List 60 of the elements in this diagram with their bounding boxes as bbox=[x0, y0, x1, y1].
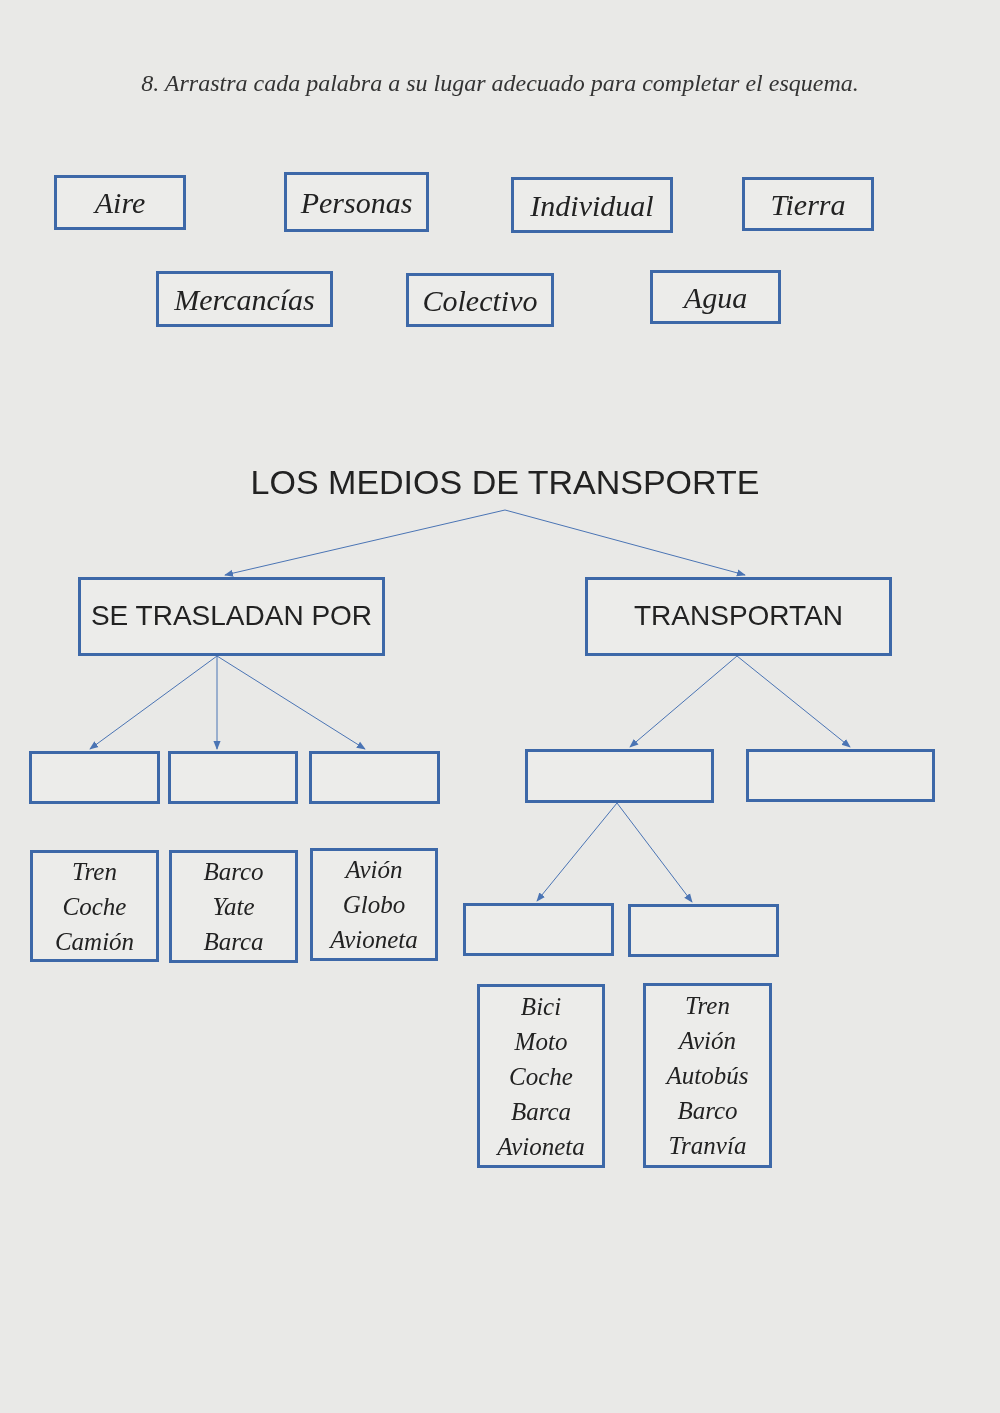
word-card bbox=[156, 271, 333, 327]
box-text: Individual bbox=[530, 188, 654, 222]
box-text: SE TRASLADAN POR bbox=[90, 601, 373, 632]
empty-answer-box bbox=[746, 749, 935, 802]
list-word: Camión bbox=[54, 926, 135, 957]
empty-answer-box bbox=[309, 751, 440, 804]
empty-answer-box bbox=[29, 751, 160, 804]
box-text: TRANSPORTAN bbox=[634, 601, 843, 632]
word-card bbox=[650, 270, 781, 324]
word-list-box bbox=[30, 850, 159, 962]
word-card bbox=[284, 172, 429, 232]
list-word: Coche bbox=[62, 891, 127, 922]
arrow bbox=[216, 655, 366, 750]
category-box bbox=[78, 577, 385, 656]
list-word: Barca bbox=[203, 927, 264, 957]
empty-answer-box bbox=[168, 751, 298, 804]
box-text: LOS MEDIOS DE TRANSPORTE bbox=[250, 463, 760, 502]
list-word: Tren bbox=[685, 991, 730, 1021]
list-word: Barco bbox=[203, 857, 264, 887]
word-list-box bbox=[310, 848, 438, 961]
arrow bbox=[629, 655, 738, 748]
box-text: Agua bbox=[683, 280, 748, 314]
empty-answer-box bbox=[525, 749, 714, 803]
box-text: Colectivo bbox=[422, 283, 538, 317]
instruction-text: 8. Arrastra cada palabra a su lugar adecuado para completar el esquema. bbox=[140, 70, 860, 97]
list-word: Avión bbox=[679, 1026, 736, 1056]
list-word: Barca bbox=[510, 1096, 572, 1127]
list-word: Tranvía bbox=[668, 1131, 747, 1161]
word-card bbox=[511, 177, 673, 233]
list-word: Avión bbox=[345, 855, 403, 885]
empty-answer-box bbox=[463, 903, 614, 956]
empty-answer-box bbox=[628, 904, 779, 957]
box-text: Aire bbox=[94, 186, 146, 219]
box-text: Tierra bbox=[770, 187, 846, 221]
arrow bbox=[616, 802, 693, 903]
arrow bbox=[736, 655, 851, 748]
arrow bbox=[89, 655, 218, 750]
list-word: Barco bbox=[677, 1096, 738, 1126]
list-word: Bici bbox=[520, 991, 562, 1022]
category-box bbox=[585, 577, 892, 656]
word-card bbox=[406, 273, 554, 327]
word-list-box bbox=[169, 850, 298, 963]
list-word: Avioneta bbox=[330, 925, 418, 955]
arrow bbox=[504, 509, 746, 577]
arrow bbox=[213, 655, 221, 750]
box-text: Personas bbox=[300, 185, 413, 219]
box-text: Mercancías bbox=[174, 282, 315, 316]
list-word: Moto bbox=[514, 1026, 568, 1057]
list-word: Autobús bbox=[666, 1061, 749, 1091]
list-word: Globo bbox=[342, 890, 406, 920]
arrow bbox=[224, 509, 506, 577]
list-word: Avioneta bbox=[497, 1131, 585, 1162]
word-card bbox=[54, 175, 186, 230]
list-word: Coche bbox=[509, 1061, 573, 1092]
word-card bbox=[742, 177, 874, 231]
arrow bbox=[536, 802, 618, 902]
list-word: Yate bbox=[212, 892, 255, 922]
list-word: Tren bbox=[72, 856, 117, 887]
word-list-box bbox=[477, 984, 605, 1168]
word-list-box bbox=[643, 983, 772, 1168]
